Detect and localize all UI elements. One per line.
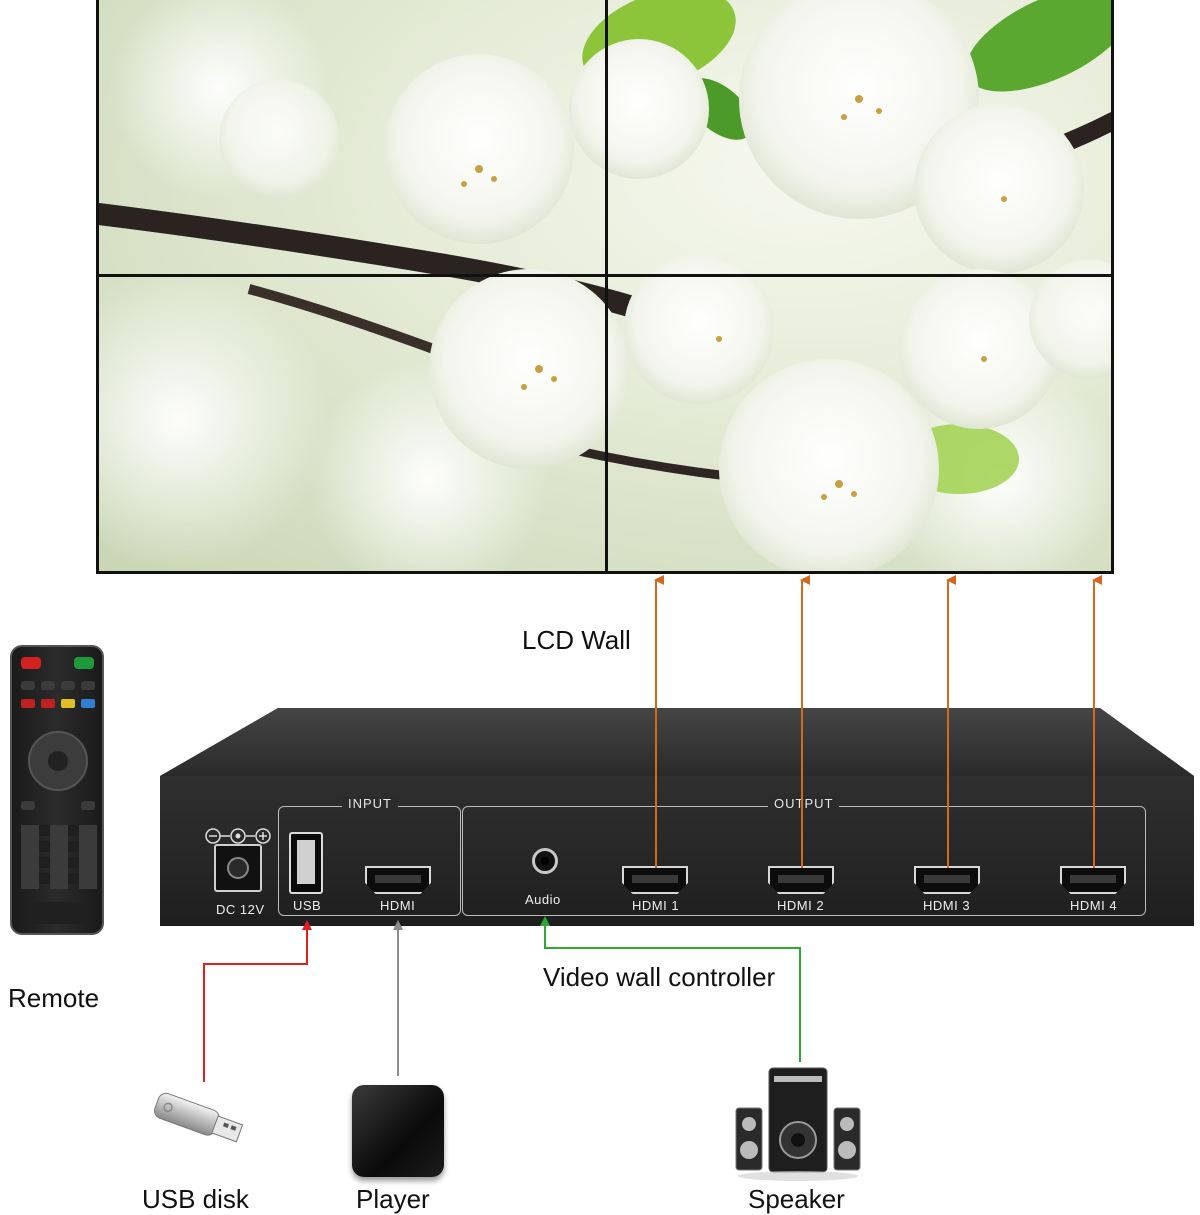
wall-divider-vertical — [605, 0, 608, 571]
remote-key — [21, 681, 35, 690]
lcd-wall — [96, 0, 1114, 574]
usb-connection-line — [203, 920, 312, 1082]
dc-power-jack[interactable] — [214, 844, 262, 892]
lcd-wall-label: LCD Wall — [522, 625, 631, 655]
remote-label: Remote — [8, 983, 100, 1013]
audio-jack[interactable] — [532, 848, 558, 874]
hdmi-output-label-2: HDMI 2 — [777, 898, 825, 913]
dc-polarity-icon — [205, 828, 271, 844]
wall-divider-horizontal — [99, 274, 1111, 277]
speaker-system-icon — [735, 1067, 861, 1181]
hdmi-output-port-2[interactable] — [768, 866, 834, 894]
remote-red-key — [21, 699, 35, 708]
remote-key — [61, 681, 75, 690]
flower-scene-image — [99, 0, 1111, 571]
video-wall-controller: DC 12V INPUT USB HDMI OUTPUT Audio HDMI … — [160, 776, 1194, 926]
controller-label: Video wall controller — [543, 962, 776, 992]
remote-key — [32, 902, 84, 924]
remote-red-key — [41, 699, 55, 708]
input-title: INPUT — [342, 796, 398, 811]
remote-key — [81, 681, 95, 690]
hdmi-output-port-4[interactable] — [1060, 866, 1126, 894]
remote-blue-key — [81, 699, 95, 708]
audio-connection-line — [540, 916, 801, 1062]
usb-flash-drive-icon — [154, 1092, 244, 1143]
output-title: OUTPUT — [768, 796, 840, 811]
power-button-icon — [21, 657, 41, 669]
remote-key — [81, 801, 95, 810]
hdmi-output-label-4: HDMI 4 — [1070, 898, 1118, 913]
remote-dpad-icon — [28, 731, 88, 791]
hdmi-input-port[interactable] — [365, 866, 431, 894]
remote-yellow-key — [61, 699, 75, 708]
audio-label: Audio — [525, 892, 561, 907]
usb-port[interactable] — [289, 832, 323, 894]
remote-control-icon — [10, 645, 104, 935]
media-player-box-icon — [352, 1085, 444, 1177]
hdmi-output-label-1: HDMI 1 — [632, 898, 680, 913]
hdmi-output-label-3: HDMI 3 — [923, 898, 971, 913]
hdmi-input-label: HDMI — [380, 898, 416, 913]
remote-key — [21, 801, 35, 810]
remote-key — [41, 681, 55, 690]
dc-label: DC 12V — [216, 902, 265, 917]
controller-top-surface — [160, 708, 1194, 776]
remote-number-keys — [21, 825, 97, 889]
usb-label: USB — [293, 898, 322, 913]
mute-button-icon — [74, 657, 94, 669]
